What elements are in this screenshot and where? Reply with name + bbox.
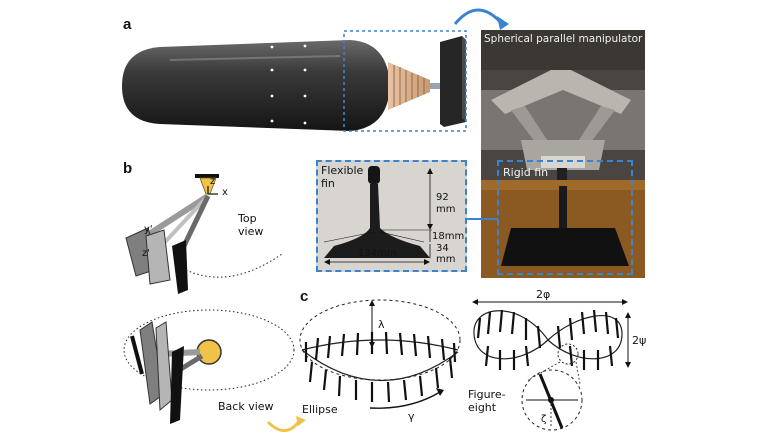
- flexible-fin-drawing: [323, 166, 433, 265]
- panel-letter-b: b: [123, 160, 133, 177]
- zeta-label: ζ: [541, 414, 547, 425]
- flexible-fin-title-line2: fin: [321, 177, 335, 190]
- cone-ribs: [393, 65, 425, 107]
- arrow-to-ellipse: [266, 419, 302, 432]
- figure-eight-fin-marks: [476, 309, 620, 370]
- figure-eight-label-line2: eight: [468, 401, 497, 414]
- photo-scene: [481, 30, 645, 278]
- back-view-label: Back view: [218, 400, 274, 413]
- two-psi-label: 2ψ: [632, 334, 647, 347]
- rigid-fin-highlight: [497, 160, 633, 275]
- figure-eight-trajectory: [472, 299, 631, 431]
- two-phi-label: 2φ: [536, 288, 551, 301]
- fin-span-value: 134mm: [358, 248, 397, 259]
- flexible-fin-inset: Flexible fin 92 mm 18mm 34 mm 134mm: [316, 160, 467, 272]
- figure-eight-label-line1: Figure-: [468, 388, 506, 401]
- fin-root-value: 34: [436, 243, 449, 254]
- fin-height-unit: mm: [436, 204, 456, 215]
- fin-height-value: 92: [436, 192, 449, 203]
- highlight-box: [343, 30, 467, 132]
- body-rivets: [270, 44, 307, 125]
- gamma-label: γ: [408, 410, 415, 423]
- panel-letter-c: c: [300, 288, 309, 305]
- photo-title: Spherical parallel manipulator: [484, 33, 643, 45]
- lambda-label: λ: [378, 318, 385, 331]
- ellipse-fin-marks: [304, 331, 457, 403]
- axis-z-prime-label: z': [142, 248, 150, 259]
- inset-connector: [467, 218, 498, 220]
- fin-root-unit: mm: [436, 254, 456, 265]
- axis-y-prime-label: y': [144, 224, 153, 235]
- ellipse-trajectory: [299, 299, 461, 409]
- robot-body: [122, 36, 466, 131]
- fin-neck-value: 18mm: [432, 231, 465, 242]
- top-view-diagram: [125, 174, 283, 294]
- manipulator-photo: Spherical parallel manipulator Rigid fin: [481, 30, 645, 278]
- top-view-label-line2: view: [238, 225, 264, 238]
- top-view-label-line1: Top: [238, 212, 257, 225]
- axis-x-label: x: [222, 187, 228, 198]
- panel-letter-a: a: [123, 16, 132, 33]
- back-view-diagram: [123, 309, 295, 424]
- flexible-fin-title-line1: Flexible: [321, 164, 364, 177]
- axis-z-label: z: [210, 176, 216, 187]
- rigid-fin-label: Rigid fin: [503, 166, 549, 179]
- arrow-to-photo: [453, 8, 504, 25]
- ellipse-label: Ellipse: [302, 403, 338, 416]
